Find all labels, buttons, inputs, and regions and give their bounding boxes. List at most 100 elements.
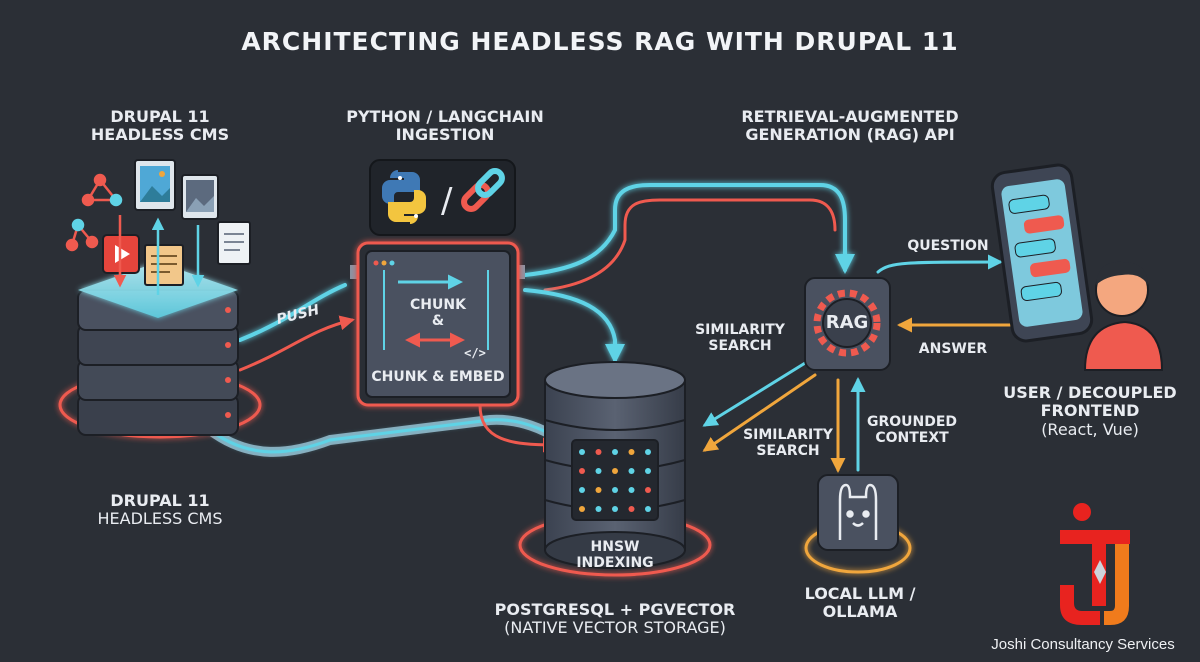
phone-icon xyxy=(990,163,1094,343)
grid-dot xyxy=(645,506,651,512)
share-node-icon xyxy=(81,173,123,207)
grounded-line1: GROUNDED xyxy=(866,414,958,430)
page-title: ARCHITECTING HEADLESS RAG WITH DRUPAL 11 xyxy=(241,27,959,56)
grid-dot xyxy=(612,487,618,493)
rag-api-label: RETRIEVAL-AUGMENTED GENERATION (RAG) API xyxy=(720,107,980,145)
llm-label: LOCAL LLM / OLLAMA xyxy=(790,584,930,622)
drupal-content-icons xyxy=(65,159,251,295)
chunk-embed-processor xyxy=(350,241,525,407)
grid-dot xyxy=(628,449,635,455)
answer-label: ANSWER xyxy=(918,341,988,357)
chunk-inner-label: CHUNK & xyxy=(388,297,488,329)
similarity-arrow-orange xyxy=(702,373,817,452)
chain-link-icon xyxy=(461,168,505,212)
svg-text:/: / xyxy=(441,181,453,221)
user-avatar-icon xyxy=(1083,261,1164,371)
db-line2: (NATIVE VECTOR STORAGE) xyxy=(504,618,726,638)
llm-line1: LOCAL LLM / xyxy=(804,584,916,603)
code-glyph: </> xyxy=(464,346,486,360)
grid-dot xyxy=(628,487,635,493)
chunk-inner-line2: & xyxy=(431,313,445,330)
grid-dot xyxy=(595,487,602,493)
user-line1: USER / DECOUPLED xyxy=(1003,383,1177,402)
user-line3: (React, Vue) xyxy=(1041,419,1139,439)
grid-dot xyxy=(645,487,651,493)
image-icon xyxy=(181,174,219,220)
python-line2: INGESTION xyxy=(395,125,495,145)
grid-dot xyxy=(645,468,651,474)
grounded-context-label: GROUNDED CONTEXT xyxy=(862,414,962,446)
drupal-bottom-line1: DRUPAL 11 xyxy=(110,491,210,510)
processor-rag-pipe-cyan xyxy=(523,183,855,277)
grid-dot xyxy=(579,468,585,474)
flow-pipes xyxy=(205,183,1012,473)
user-label: USER / DECOUPLED FRONTEND (React, Vue) xyxy=(990,383,1190,439)
drupal-top-line1: DRUPAL 11 xyxy=(110,107,210,126)
grid-dot xyxy=(628,506,635,512)
ollama-llama-icon xyxy=(838,483,878,540)
share-node-icon xyxy=(65,218,99,252)
python-label: PYTHON / LANGCHAIN INGESTION xyxy=(330,107,560,145)
document-icon xyxy=(217,221,251,265)
pgvector-database xyxy=(518,361,712,577)
user-line2: FRONTEND xyxy=(1040,401,1140,421)
similarity-bottom-label: SIMILARITY SEARCH xyxy=(738,427,838,459)
similarity-top-line2: SEARCH xyxy=(708,338,772,355)
grid-dot xyxy=(612,468,618,474)
python-langchain-badge: / xyxy=(369,159,516,236)
similarity-top-label: SIMILARITY SEARCH xyxy=(690,322,790,354)
rag-label: RAG xyxy=(825,312,869,333)
processor-rag-pipe-red xyxy=(543,198,837,292)
processor-db-arrow-red xyxy=(478,403,558,453)
hnsw-label: HNSW INDEXING xyxy=(565,539,665,571)
grid-dot xyxy=(595,468,602,474)
drupal-top-line2: HEADLESS CMS xyxy=(90,125,230,145)
rag-api-line1: RETRIEVAL-AUGMENTED xyxy=(741,107,959,126)
rag-api-line2: GENERATION (RAG) API xyxy=(745,125,955,145)
grid-dot xyxy=(612,506,618,512)
drupal-bottom-line2: HEADLESS CMS xyxy=(97,509,223,529)
drupal-top-label: DRUPAL 11 HEADLESS CMS xyxy=(70,107,250,145)
hnsw-grid xyxy=(571,439,659,521)
similarity-arrow-cyan xyxy=(702,358,812,427)
chunk-embed-label: CHUNK & EMBED xyxy=(371,369,505,385)
similarity-top-line1: SIMILARITY xyxy=(695,322,785,338)
grid-dot xyxy=(612,449,618,455)
grid-dot xyxy=(645,449,651,455)
push-pipe-cyan xyxy=(238,283,347,342)
image-icon xyxy=(134,159,176,211)
server-db-pipe xyxy=(205,414,565,457)
gear-icon xyxy=(813,289,881,357)
grid-dot xyxy=(595,506,602,512)
joshi-logo xyxy=(1060,503,1130,625)
rag-node xyxy=(804,277,891,371)
grid-dot xyxy=(579,449,585,455)
grid-dot xyxy=(595,449,602,455)
processor-db-pipe-cyan xyxy=(523,288,625,364)
grid-dot xyxy=(628,468,635,474)
document-icon xyxy=(144,244,184,286)
db-line1: POSTGRESQL + PGVECTOR xyxy=(494,600,736,619)
hnsw-line2: INDEXING xyxy=(576,555,654,572)
grid-dot xyxy=(579,506,585,512)
question-arrow xyxy=(876,254,1003,274)
upload-arrows xyxy=(113,215,205,295)
grid-dot xyxy=(579,487,585,493)
llm-line2: OLLAMA xyxy=(822,602,898,622)
chunk-inner-line1: CHUNK xyxy=(410,297,466,313)
hnsw-grid-dots xyxy=(579,449,651,512)
drupal-server-stack xyxy=(58,262,262,439)
db-label: POSTGRESQL + PGVECTOR (NATIVE VECTOR STO… xyxy=(480,600,750,638)
question-label: QUESTION xyxy=(907,238,989,254)
python-line1: PYTHON / LANGCHAIN xyxy=(346,107,544,126)
local-llm-node xyxy=(804,474,912,574)
grounded-line2: CONTEXT xyxy=(875,430,949,447)
hnsw-line1: HNSW xyxy=(590,539,640,555)
similarity-bottom-line1: SIMILARITY xyxy=(743,427,833,443)
similarity-bottom-line2: SEARCH xyxy=(756,443,820,460)
drupal-bottom-label: DRUPAL 11 HEADLESS CMS xyxy=(60,491,260,529)
brand-name: Joshi Consultancy Services xyxy=(991,636,1175,653)
push-arrow-red xyxy=(238,315,355,372)
python-icon xyxy=(382,170,426,224)
